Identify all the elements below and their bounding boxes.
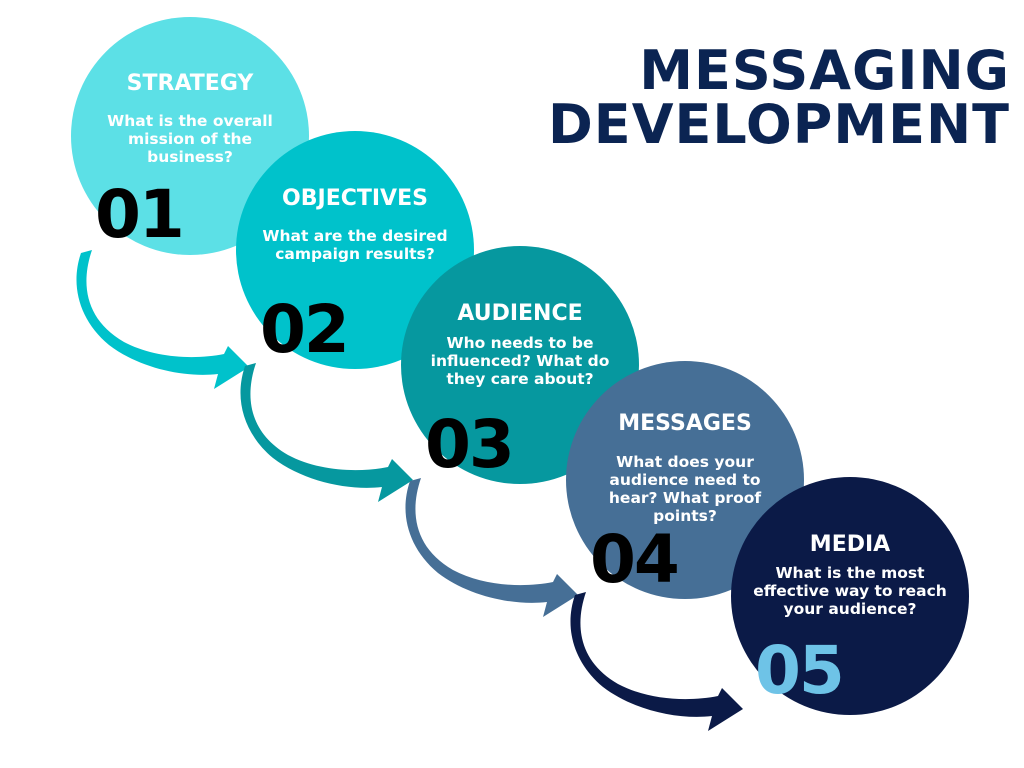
- step-question: What is the overall mission of the busin…: [107, 112, 273, 166]
- step-question: What is the most effective way to reach …: [753, 564, 947, 618]
- step-number: 01: [95, 176, 185, 253]
- flow-arrow-04-to-05: [570, 592, 743, 731]
- step-question: What are the desired campaign results?: [262, 227, 448, 263]
- step-question: Who needs to be influenced? What do they…: [430, 334, 610, 388]
- step-audience-circle: AUDIENCE Who needs to be influenced? Wha…: [401, 246, 639, 484]
- step-name: OBJECTIVES: [282, 186, 428, 211]
- step-number: 02: [260, 291, 350, 368]
- step-name: STRATEGY: [126, 71, 254, 96]
- flow-arrow-01-to-02: [76, 250, 249, 389]
- flow-arrow-02-to-03: [240, 363, 413, 502]
- title-line-2: DEVELOPMENT: [547, 93, 1010, 156]
- page-title: MESSAGING DEVELOPMENT: [548, 44, 1010, 152]
- step-number: 05: [755, 632, 845, 709]
- step-media-circle: MEDIA What is the most effective way to …: [731, 477, 969, 715]
- step-number: 04: [590, 521, 680, 598]
- step-number: 03: [425, 406, 515, 483]
- step-name: AUDIENCE: [457, 301, 583, 326]
- title-line-1: MESSAGING: [639, 39, 1010, 102]
- step-name: MEDIA: [809, 532, 891, 557]
- flow-arrow-03-to-04: [405, 478, 578, 617]
- step-name: MESSAGES: [618, 411, 752, 436]
- step-question: What does your audience need to hear? Wh…: [608, 453, 762, 525]
